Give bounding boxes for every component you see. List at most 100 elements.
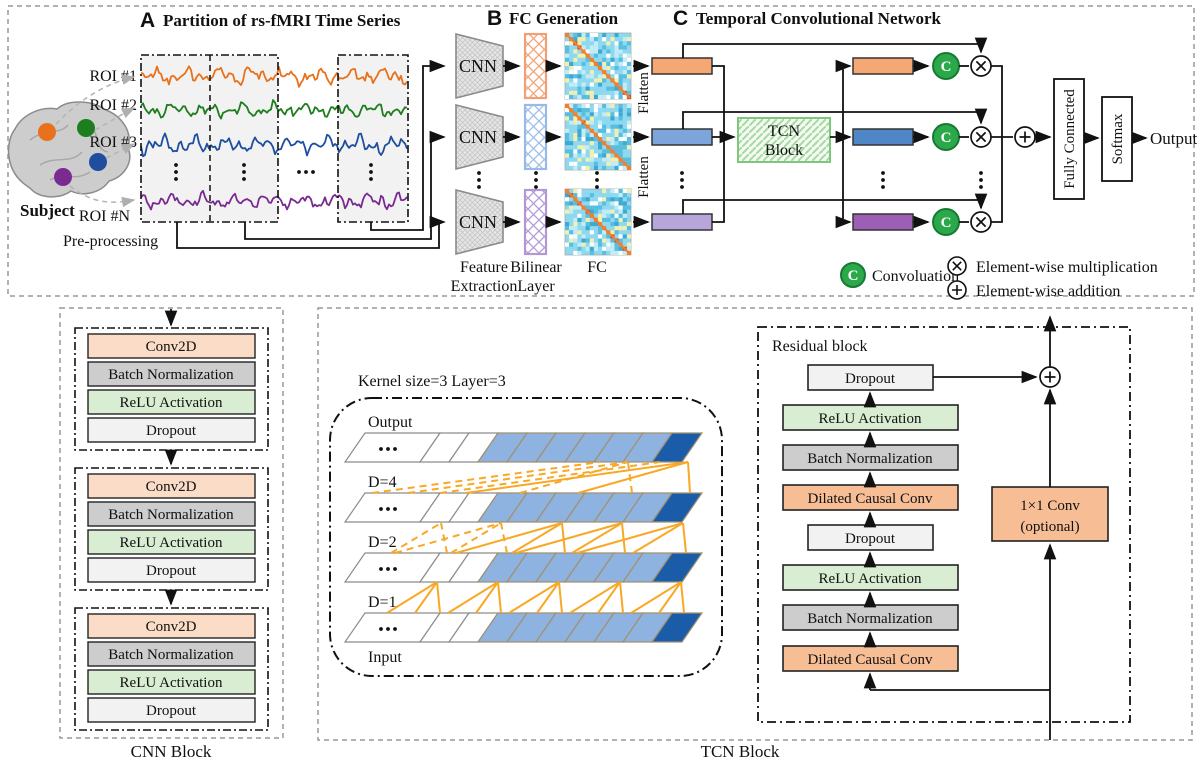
fc-matrix-cell bbox=[618, 124, 623, 129]
fc-matrix-cell bbox=[602, 217, 607, 222]
dilation-line-dashed bbox=[407, 461, 629, 494]
fc-matrix-cell bbox=[585, 222, 590, 227]
partition-bg-3 bbox=[338, 55, 408, 222]
ellipsis bbox=[393, 627, 397, 631]
res-dilated-conv-1 bbox=[782, 484, 959, 511]
panel-a-letter: A bbox=[140, 9, 155, 32]
conv-circle-1-letter: C bbox=[941, 59, 952, 75]
fc-matrix-cell bbox=[565, 226, 570, 231]
fc-matrix-cell bbox=[606, 112, 611, 117]
conv-and-multiply-row2: C bbox=[913, 123, 992, 151]
legend-conv-label: Convoluation bbox=[872, 268, 959, 285]
fc-matrix-cell bbox=[602, 124, 607, 129]
fc-matrix-cell bbox=[593, 201, 598, 206]
fc-matrix-cell bbox=[618, 165, 623, 170]
fc-matrix-cell bbox=[589, 82, 594, 87]
ellipsis bbox=[680, 178, 684, 182]
fc-matrix-cell bbox=[626, 145, 631, 150]
fc-matrix-cell bbox=[569, 153, 574, 158]
dilation-line bbox=[447, 581, 499, 614]
fc-matrix-cell bbox=[606, 153, 611, 158]
skip-row1 bbox=[682, 37, 988, 58]
fc-matrix-cell bbox=[614, 242, 619, 247]
fc-matrix-cell bbox=[573, 217, 578, 222]
fc-matrix-cell bbox=[593, 112, 598, 117]
dilation-line bbox=[515, 522, 623, 554]
fc-matrix-cell bbox=[565, 132, 570, 137]
ellipsis bbox=[680, 185, 684, 189]
fc-matrix-cell bbox=[626, 157, 631, 162]
dilation-line bbox=[475, 581, 499, 614]
dilation-line bbox=[569, 581, 621, 614]
roi-pointer-arrows bbox=[55, 74, 136, 208]
fc-matrix-cell bbox=[602, 201, 607, 206]
fc-matrix-cell bbox=[593, 53, 598, 58]
dilation-cell bbox=[650, 612, 704, 643]
fc-matrix-cell bbox=[602, 149, 607, 154]
fc-matrix-diagonal bbox=[565, 104, 631, 170]
brain-roi2-dot bbox=[77, 119, 95, 137]
fc-matrix-cell bbox=[614, 132, 619, 137]
dilation-d1-label: D=1 bbox=[368, 594, 397, 611]
dilation-cell bbox=[650, 492, 704, 523]
fc-matrix-cell bbox=[614, 137, 619, 142]
add-node bbox=[1014, 126, 1036, 148]
mult-collect-bus bbox=[991, 65, 1013, 223]
fc-matrix-cell bbox=[589, 120, 594, 125]
fc-matrix-cell bbox=[589, 94, 594, 99]
fc-matrix-cell bbox=[589, 246, 594, 251]
fc-matrix-cell bbox=[577, 230, 582, 235]
fc-matrix-cell bbox=[581, 132, 586, 137]
fc-matrix-cell bbox=[618, 132, 623, 137]
cnn-block-caption: CNN Block bbox=[131, 742, 212, 761]
fc-matrix-cell bbox=[585, 90, 590, 95]
fc-matrix-cell bbox=[585, 226, 590, 231]
fc-matrix-cell bbox=[610, 242, 615, 247]
fc-matrix-cell bbox=[569, 230, 574, 235]
ellipsis bbox=[881, 178, 885, 182]
feature-extraction-line1: Feature bbox=[460, 259, 508, 276]
fc-matrix-cell bbox=[569, 161, 574, 166]
roi3-label: ROI #3 bbox=[89, 134, 137, 151]
fc-matrix-cell bbox=[610, 124, 615, 129]
fc-matrix-cell bbox=[602, 165, 607, 170]
fc-matrix-cell bbox=[606, 128, 611, 133]
fc-matrix-cell bbox=[569, 234, 574, 239]
fc-matrix-cell bbox=[593, 45, 598, 50]
fc-matrix-cell bbox=[614, 45, 619, 50]
fc-matrix-cell bbox=[626, 141, 631, 146]
fc-matrix-cell bbox=[581, 112, 586, 117]
fc-matrix-cell bbox=[614, 49, 619, 54]
fc-matrix-cell bbox=[606, 86, 611, 91]
res-dropout-top-label: Dropout bbox=[845, 371, 896, 387]
fc-matrix-cell bbox=[606, 137, 611, 142]
fc-matrix-cell bbox=[610, 57, 615, 62]
ellipsis bbox=[379, 627, 383, 631]
dilation-line bbox=[536, 581, 560, 614]
kernel-note: Kernel size=3 Layer=3 bbox=[358, 373, 506, 390]
dilation-line bbox=[465, 461, 689, 494]
fc-matrix-cell bbox=[622, 234, 627, 239]
dilation-line-dashed bbox=[394, 522, 502, 554]
fc-matrix-cell bbox=[577, 213, 582, 218]
ellipsis bbox=[534, 185, 538, 189]
fc-matrix-cell bbox=[614, 226, 619, 231]
fc-matrix-cell bbox=[598, 49, 603, 54]
ellipsis bbox=[174, 163, 178, 167]
relu-row bbox=[87, 389, 256, 415]
ellipsis bbox=[242, 163, 246, 167]
fc-matrix-cell bbox=[573, 116, 578, 121]
fc-matrix-cell bbox=[589, 222, 594, 227]
fc-matrix-cell bbox=[614, 90, 619, 95]
fc-label: FC bbox=[587, 259, 607, 276]
fc-matrix-cell bbox=[614, 157, 619, 162]
fc-matrix-cell bbox=[614, 230, 619, 235]
fc-matrix-cell bbox=[569, 112, 574, 117]
dropout-row bbox=[87, 417, 256, 443]
fc-matrix-cell bbox=[622, 213, 627, 218]
fc-matrix-cell bbox=[573, 234, 578, 239]
fc-matrix-cell bbox=[614, 145, 619, 150]
residual-block-title: Residual block bbox=[772, 338, 868, 355]
fc-matrix-cell bbox=[565, 94, 570, 99]
bilinear-bar-1 bbox=[523, 32, 548, 100]
